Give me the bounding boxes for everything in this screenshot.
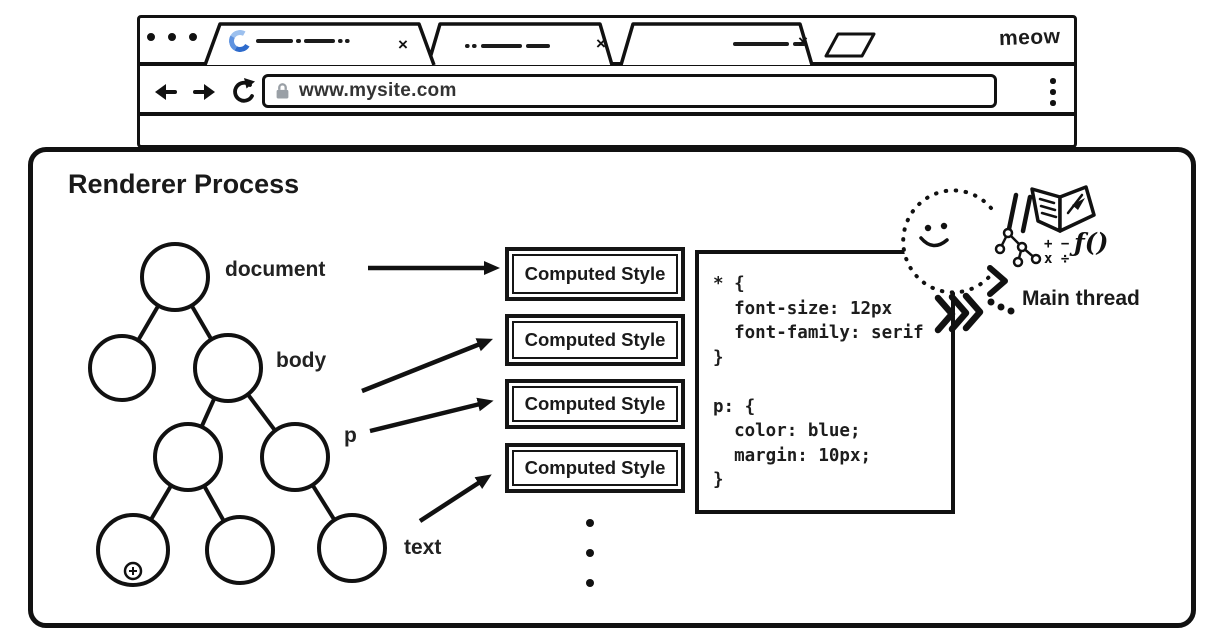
- kebab-dot: [1050, 89, 1056, 95]
- address-bar[interactable]: www.mysite.com: [262, 74, 997, 108]
- tab-2-close-icon[interactable]: ×: [596, 34, 606, 53]
- window-control-close[interactable]: [147, 33, 155, 41]
- new-tab-button[interactable]: [824, 32, 876, 58]
- browser-window: × × × meow www.mysite.com: [137, 15, 1077, 148]
- main-thread-label: Main thread: [1022, 287, 1140, 310]
- address-url: www.mysite.com: [299, 80, 457, 101]
- tab-title-placeholders: [256, 39, 806, 48]
- kebab-dot: [1050, 100, 1056, 106]
- renderer-process-panel: Renderer Process Computed Style Computed…: [28, 147, 1196, 628]
- computed-style-label: Computed Style: [512, 254, 678, 294]
- reload-button[interactable]: [231, 78, 255, 105]
- browser-brand-label: meow: [998, 24, 1061, 51]
- stylesheet-code: * { font-size: 12px font-family: serif }…: [713, 274, 924, 490]
- tab-1[interactable]: [203, 22, 436, 66]
- back-button[interactable]: [153, 83, 177, 101]
- browser-menu-button[interactable]: [1050, 78, 1056, 106]
- tab-3[interactable]: [619, 22, 814, 66]
- tree-label-document: document: [225, 258, 326, 281]
- window-control-minimize[interactable]: [168, 33, 176, 41]
- ellipsis-dot: [586, 549, 594, 557]
- forward-button[interactable]: [193, 83, 217, 101]
- computed-style-label: Computed Style: [512, 450, 678, 486]
- computed-style-box-2: Computed Style: [505, 314, 685, 366]
- toolbar-divider: [137, 112, 1077, 116]
- computed-style-box-1: Computed Style: [505, 247, 685, 301]
- ellipsis-dot: [586, 579, 594, 587]
- kebab-dot: [1050, 78, 1056, 84]
- renderer-process-title: Renderer Process: [68, 169, 300, 199]
- computed-style-box-4: Computed Style: [505, 443, 685, 493]
- tree-label-text: text: [404, 536, 442, 559]
- tab-1-close-icon[interactable]: ×: [398, 35, 408, 54]
- tree-label-p: p: [344, 424, 357, 447]
- ellipsis-dot: [586, 519, 594, 527]
- tab-3-close-icon[interactable]: ×: [798, 32, 808, 51]
- computed-style-label: Computed Style: [512, 386, 678, 422]
- stylesheet-code-box: * { font-size: 12px font-family: serif }…: [695, 250, 955, 514]
- computed-style-box-3: Computed Style: [505, 379, 685, 429]
- window-control-maximize[interactable]: [189, 33, 197, 41]
- lock-icon: [276, 83, 289, 99]
- computed-style-label: Computed Style: [512, 321, 678, 359]
- tree-label-body: body: [276, 349, 327, 372]
